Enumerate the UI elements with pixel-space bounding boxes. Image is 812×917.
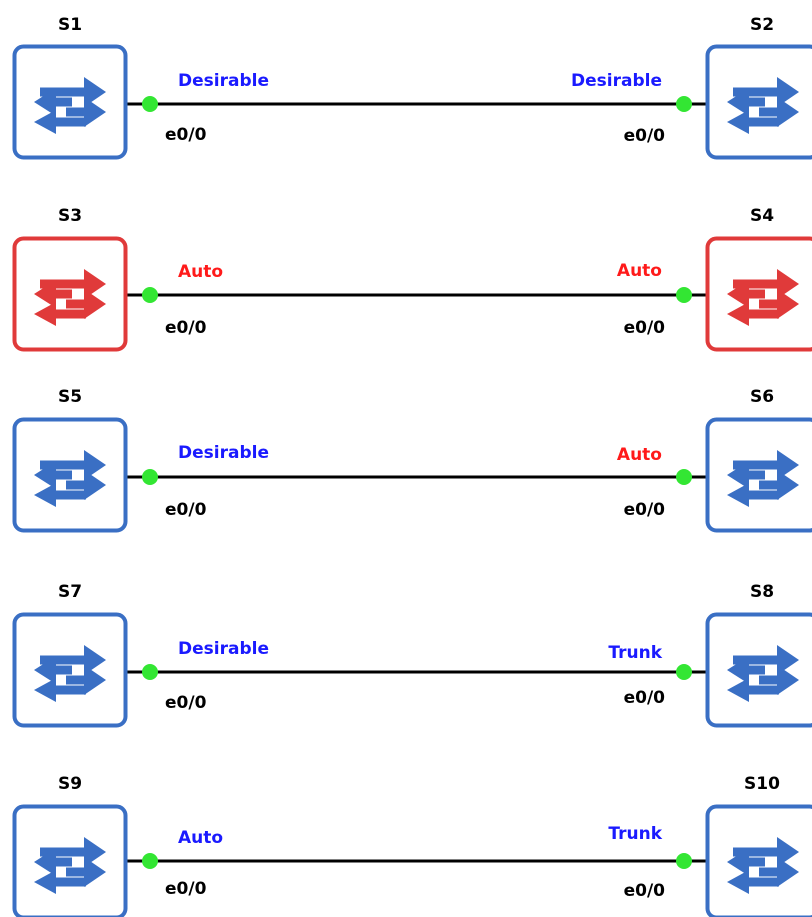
switch-arrows-icon [34, 77, 106, 134]
switch-s3[interactable] [12, 236, 128, 352]
port-label: e0/0 [624, 688, 666, 708]
switch-arrows-icon [34, 645, 106, 702]
switch-arrows-icon [727, 269, 799, 326]
switch-s5[interactable] [12, 417, 128, 533]
dtp-mode-label: Trunk [608, 643, 662, 663]
endpoint-dot [142, 96, 158, 112]
endpoint-dot [142, 287, 158, 303]
switch-arrows-icon [727, 645, 799, 702]
dtp-mode-label: Desirable [178, 443, 269, 463]
switch-s10[interactable] [705, 804, 812, 917]
switch-name: S7 [58, 582, 82, 602]
endpoint-dot [142, 664, 158, 680]
port-label: e0/0 [165, 318, 207, 338]
dtp-mode-label: Auto [617, 261, 662, 281]
switch-name: S10 [744, 774, 780, 794]
switch-name: S6 [750, 387, 774, 407]
port-label: e0/0 [165, 125, 207, 145]
switch-s1[interactable] [12, 44, 128, 160]
switch-arrows-icon [727, 77, 799, 134]
switch-name: S4 [750, 206, 774, 226]
dtp-mode-label: Auto [617, 445, 662, 465]
dtp-mode-label: Desirable [571, 71, 662, 91]
dtp-mode-label: Auto [178, 828, 223, 848]
endpoint-dot [676, 664, 692, 680]
port-label: e0/0 [624, 318, 666, 338]
endpoint-dot [676, 469, 692, 485]
switch-name: S1 [58, 15, 82, 35]
endpoint-dot [142, 853, 158, 869]
switch-arrows-icon [34, 837, 106, 894]
endpoint-dot [676, 287, 692, 303]
switch-name: S5 [58, 387, 82, 407]
dtp-mode-label: Trunk [608, 824, 662, 844]
switch-name: S8 [750, 582, 774, 602]
endpoint-dot [676, 96, 692, 112]
port-label: e0/0 [624, 500, 666, 520]
port-label: e0/0 [624, 126, 666, 146]
endpoint-dot [142, 469, 158, 485]
switch-s8[interactable] [705, 612, 812, 728]
switch-arrows-icon [727, 450, 799, 507]
switch-s9[interactable] [12, 804, 128, 917]
switch-name: S3 [58, 206, 82, 226]
switch-arrows-icon [34, 269, 106, 326]
dtp-mode-label: Desirable [178, 639, 269, 659]
switch-name: S9 [58, 774, 82, 794]
switch-s4[interactable] [705, 236, 812, 352]
switch-arrows-icon [34, 450, 106, 507]
port-label: e0/0 [165, 879, 207, 899]
switch-arrows-icon [727, 837, 799, 894]
switch-s7[interactable] [12, 612, 128, 728]
port-label: e0/0 [165, 693, 207, 713]
switch-s2[interactable] [705, 44, 812, 160]
port-label: e0/0 [165, 500, 207, 520]
endpoint-dot [676, 853, 692, 869]
switch-s6[interactable] [705, 417, 812, 533]
port-label: e0/0 [624, 881, 666, 901]
dtp-mode-label: Desirable [178, 71, 269, 91]
switch-name: S2 [750, 15, 774, 35]
dtp-mode-label: Auto [178, 262, 223, 282]
